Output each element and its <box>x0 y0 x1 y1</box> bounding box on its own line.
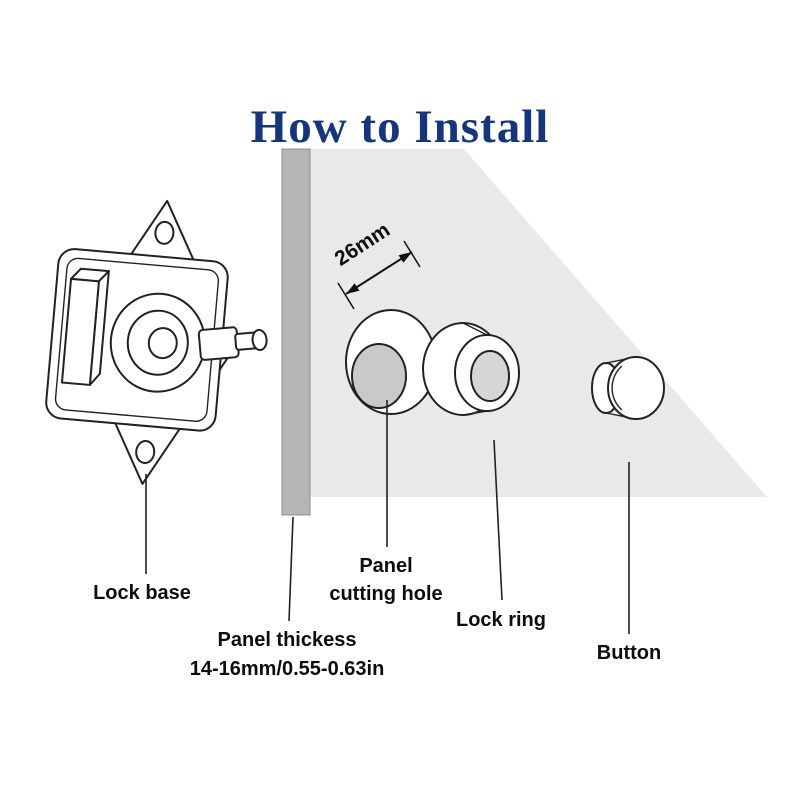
plunger <box>197 326 268 361</box>
dimension-arrowhead-right <box>398 252 412 263</box>
latch-bar <box>60 277 100 386</box>
screw-hole-bottom <box>135 440 156 464</box>
label-panel-thickness: Panel thickess 14-16mm/0.55-0.63in <box>157 626 417 684</box>
screw-hole-top <box>154 220 175 245</box>
label-panel-cutting-hole: Panel cutting hole <box>306 552 466 608</box>
leader-line-lock-ring <box>493 439 503 601</box>
button-cap-edge <box>611 365 623 411</box>
label-panel-thickness-line1: Panel thickess <box>217 629 357 651</box>
label-panel-thickness-line2: 14-16mm/0.55-0.63in <box>189 658 385 680</box>
lock-ring-hole <box>470 350 510 402</box>
cutting-hole-opening <box>351 343 407 409</box>
panel-cutting-hole-drawing <box>345 309 437 415</box>
dimension-extension-line-right <box>403 240 421 268</box>
dimension-extension-line-left <box>337 282 355 310</box>
label-panel-cutting-hole-line2: cutting hole <box>329 583 443 605</box>
page-title: How to Install <box>250 101 550 153</box>
plunger-pin-cap <box>251 329 268 351</box>
label-lock-base: Lock base <box>93 582 191 604</box>
button-cap <box>607 356 665 420</box>
label-button: Button <box>596 642 662 664</box>
label-panel-cutting-hole-line1: Panel <box>359 555 413 577</box>
plunger-boss-hub <box>147 327 178 360</box>
lock-base-drawing <box>45 199 268 485</box>
dimension-arrowhead-left <box>346 283 360 294</box>
leader-line-panel-thickness <box>288 516 294 622</box>
plunger-shaft <box>197 326 240 361</box>
label-lock-ring: Lock ring <box>455 609 546 631</box>
lock-ring-band-top <box>462 322 488 336</box>
panel-strip <box>281 148 311 516</box>
button-drawing <box>591 356 665 420</box>
lock-ring-drawing <box>422 322 520 416</box>
